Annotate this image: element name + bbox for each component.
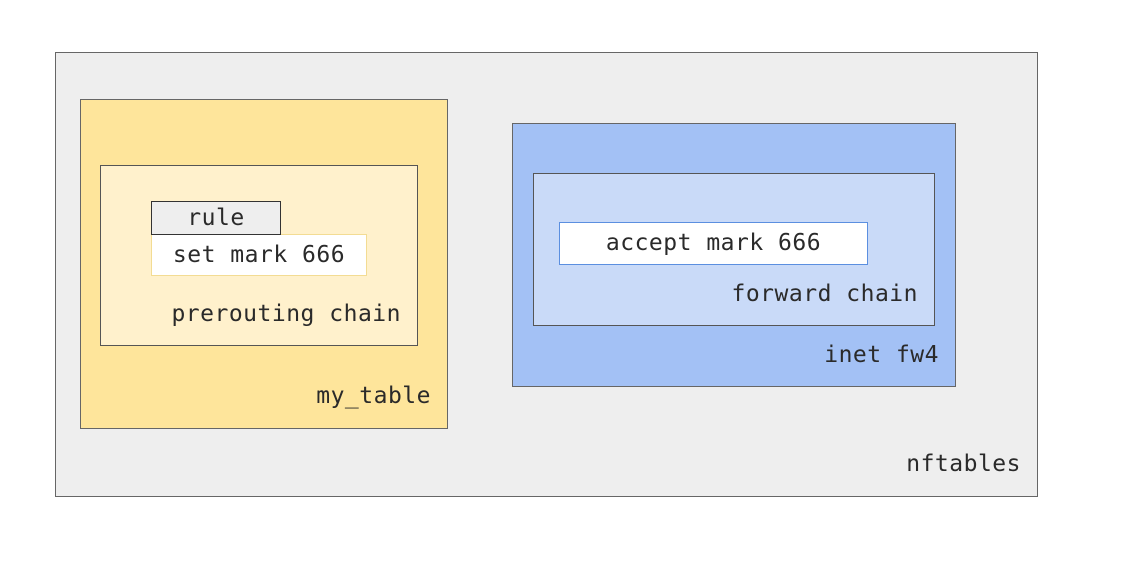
set-mark-rule-box: set mark 666: [151, 234, 367, 276]
set-mark-rule-text: set mark 666: [172, 242, 346, 268]
accept-mark-rule-box: accept mark 666: [559, 222, 868, 265]
my-table-label: my_table: [316, 383, 431, 409]
inet-fw4-label: inet fw4: [824, 342, 939, 368]
rule-tag-box: rule: [151, 201, 281, 235]
accept-mark-rule-text: accept mark 666: [605, 230, 822, 256]
rule-tag-label: rule: [187, 205, 245, 231]
nftables-label: nftables: [906, 451, 1021, 477]
forward-chain-label: forward chain: [731, 281, 918, 307]
prerouting-chain-label: prerouting chain: [171, 301, 401, 327]
